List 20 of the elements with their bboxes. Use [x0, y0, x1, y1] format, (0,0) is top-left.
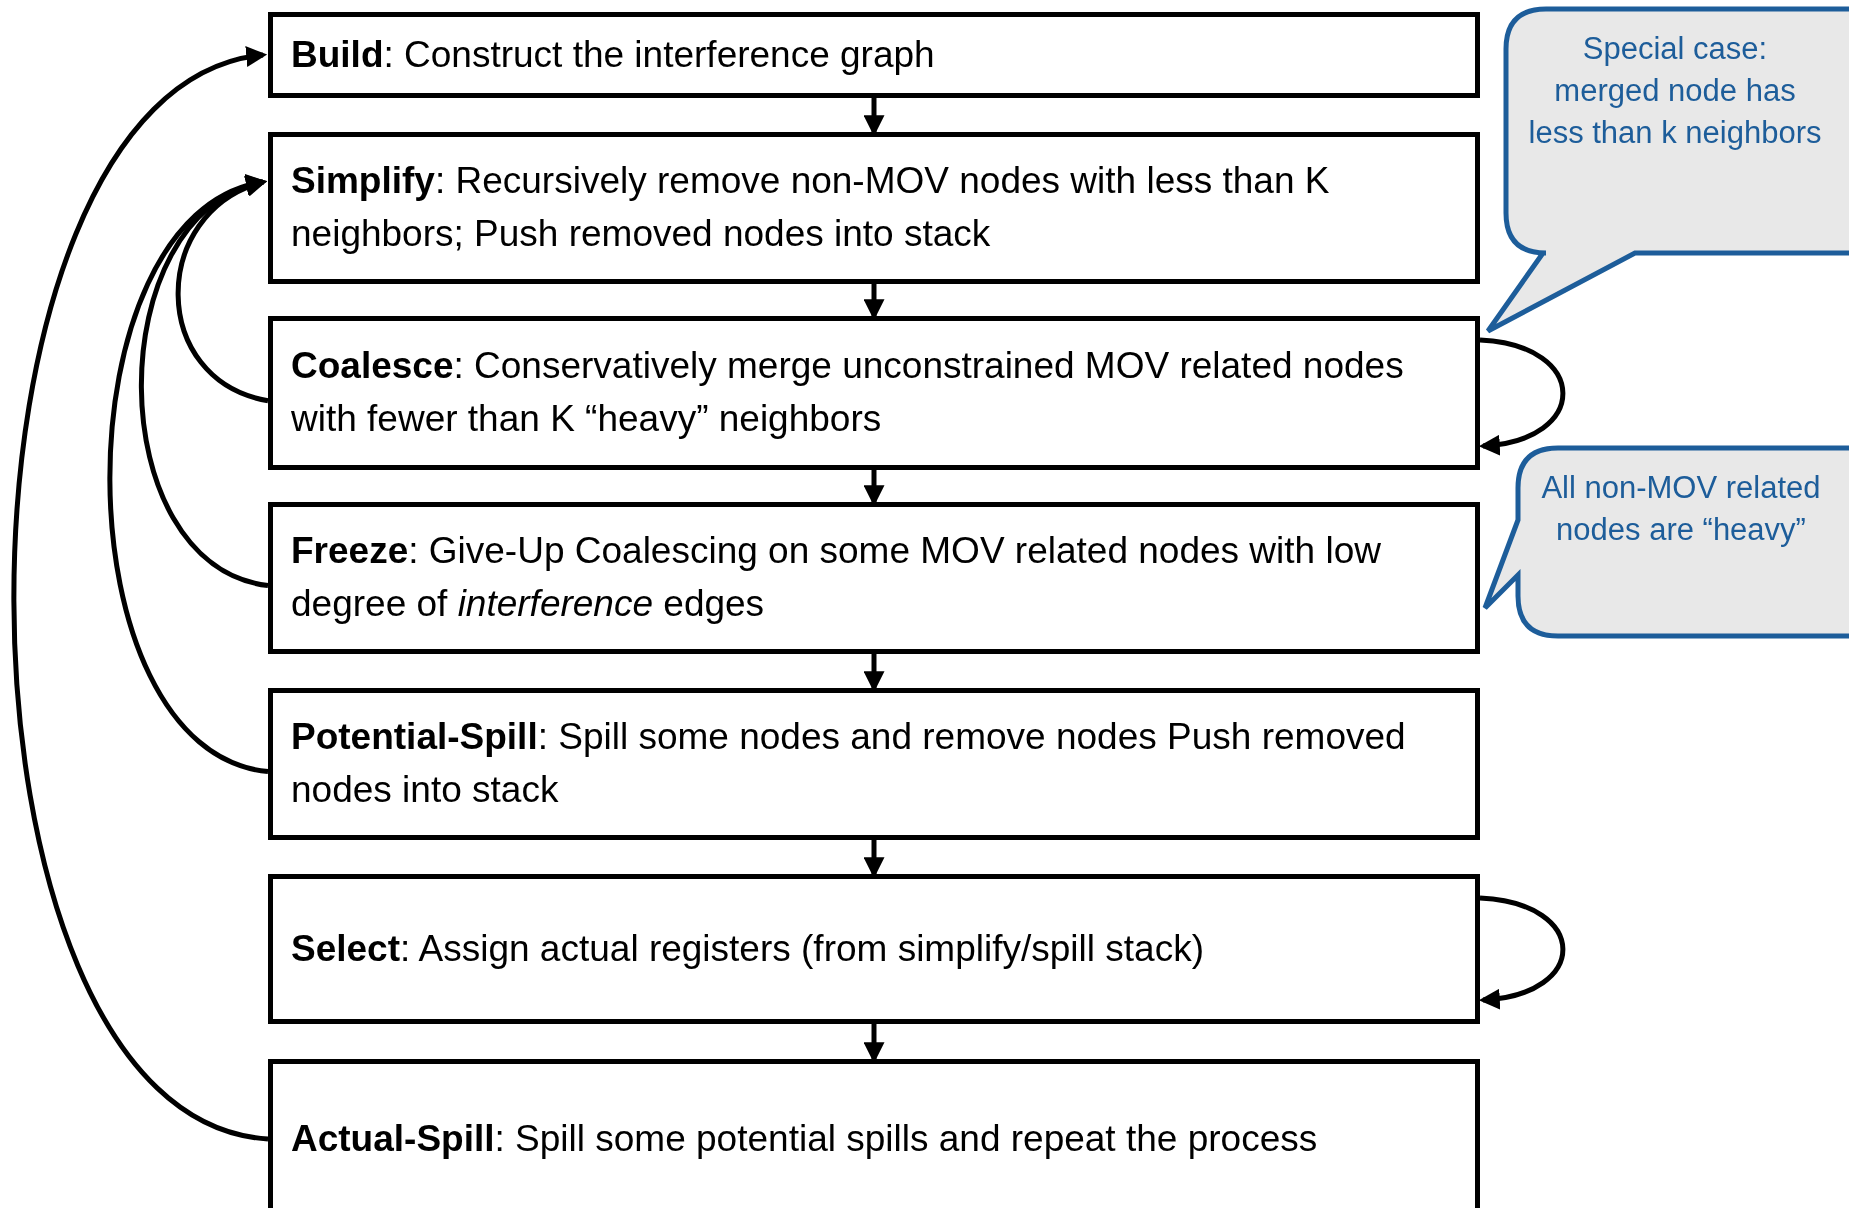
- process-box: [268, 874, 1480, 1024]
- arrow: [1478, 337, 1566, 455]
- process-box: [268, 132, 1480, 284]
- process-box: [268, 502, 1480, 654]
- arrow: [1478, 895, 1566, 1009]
- step-description: Freeze: Give-Up Coalescing on some MOV related nodes with low degree of interference edges: [291, 529, 1382, 626]
- step-description: Select: Assign actual registers (from simplify/spill stack): [291, 926, 1204, 971]
- step-description: Simplify: Recursively remove non-MOV nodes with less than K neighbors; Push removed nodes into stack: [291, 159, 1331, 256]
- process-box: [268, 12, 1480, 98]
- callout-text: Special case: merged node has less than k neighbors: [1527, 30, 1823, 153]
- process-box: [268, 1059, 1480, 1208]
- process-box: [268, 688, 1480, 840]
- step-description: Actual-Spill: Spill some potential spills and repeat the process: [291, 1116, 1318, 1161]
- step-description: Potential-Spill: Spill some nodes and remove nodes Push removed nodes into stack: [291, 715, 1407, 812]
- step-description: Coalesce: Conservatively merge unconstrained MOV related nodes with fewer than K “heavy” neighbors: [291, 344, 1405, 441]
- callout-bubble: [1485, 6, 1849, 336]
- callout-bubble: [1482, 445, 1849, 641]
- process-box: [268, 316, 1480, 470]
- step-description: Build: Construct the interference graph: [291, 32, 935, 77]
- callout-text: All non-MOV related nodes are “heavy”: [1540, 469, 1822, 550]
